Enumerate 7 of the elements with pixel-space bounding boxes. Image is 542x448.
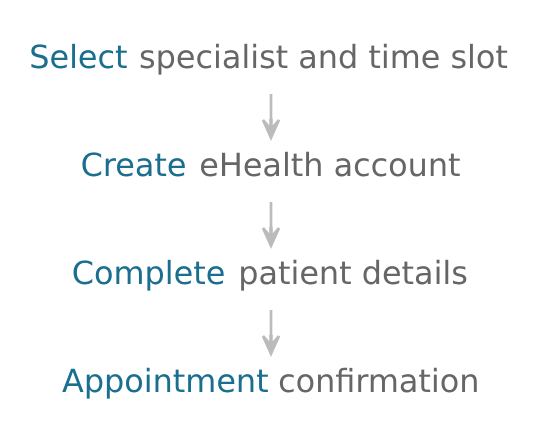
node-text: Create eHealth account [80,146,461,184]
node-text: Appointment confirmation [62,362,480,400]
arrow [262,310,280,356]
node-text: Select specialist and time slot [29,38,508,76]
arrow [262,202,280,248]
node-text: Complete patient details [72,254,468,292]
arrow [262,94,280,140]
